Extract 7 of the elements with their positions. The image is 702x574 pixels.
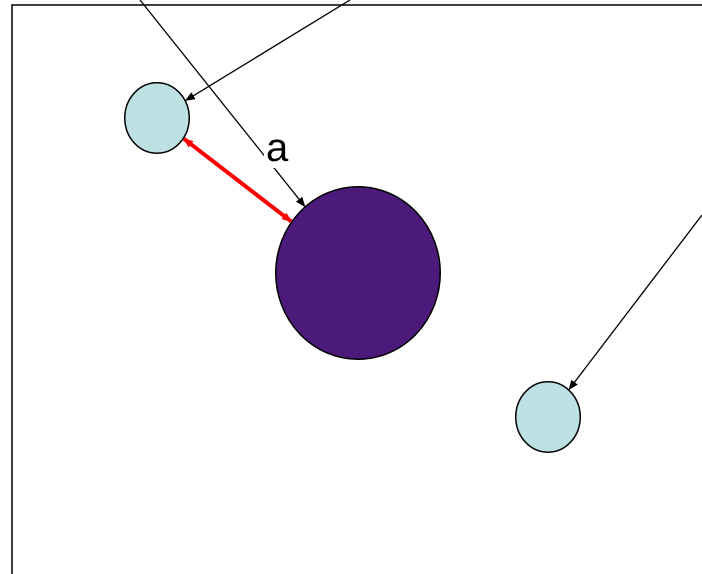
arrow (182, 137, 292, 224)
circle (275, 186, 441, 360)
arrow (140, 0, 306, 208)
arrow (184, 0, 350, 101)
arrow (568, 214, 702, 390)
circle (515, 381, 581, 453)
circle (124, 82, 190, 154)
